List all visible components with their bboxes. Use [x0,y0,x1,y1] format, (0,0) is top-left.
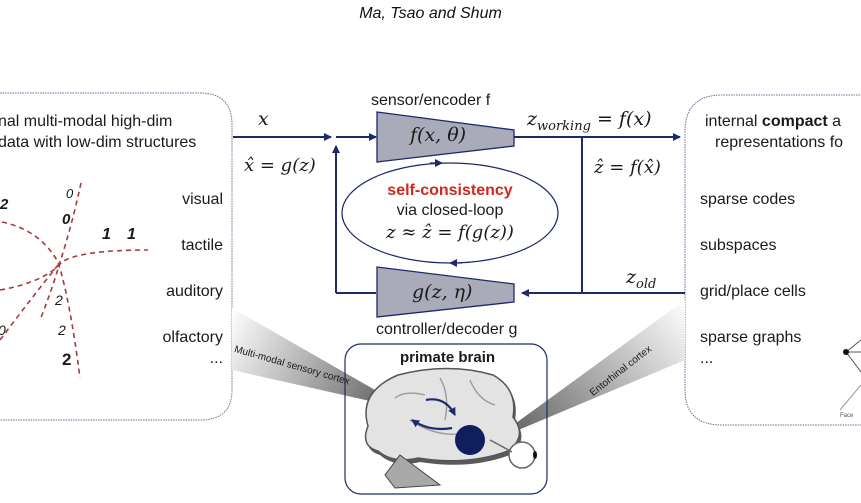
right-panel-title-line1: internal compact a [705,113,841,131]
modality-visual: visual [182,191,223,208]
decoder-block [376,266,515,318]
brain-title: primate brain [400,349,496,366]
graph-node-label: Face [840,413,854,419]
modality-auditory: auditory [166,283,223,300]
self-consistency-title: self-consistency [387,182,513,199]
encoder-block [376,111,515,163]
decision-boundaries [0,182,149,379]
representation-sparse-codes: sparse codes [700,191,796,208]
digit: 2 [0,196,9,213]
z-old-subscript: old [636,276,657,292]
left-panel-border [0,92,233,421]
encoder-title: sensor/encoder f [371,92,491,109]
digit: 0 [62,211,71,228]
digit: 2 [58,322,66,338]
representation-grid-place-cells: grid/place cells [700,283,806,300]
z-old-label: zold [626,266,656,292]
representation-subspaces: subspaces [700,237,777,254]
modality-ellipsis: ... [209,350,223,367]
right-title-post: a [827,113,842,130]
right-title-bold: compact [761,113,828,130]
reconstruction-label: x̂ = g(z) [244,155,316,176]
input-x-label: x [258,108,269,130]
right-title-pre: internal [705,113,762,130]
digit: 1 [102,226,111,243]
modality-olfactory: olfactory [162,329,223,346]
digit: 2 [62,350,72,369]
digit: 0 [0,322,6,338]
modality-tactile: tactile [181,237,223,254]
right-panel-border [684,94,861,426]
decoder-function: g(z, η) [412,281,473,303]
z-working-subscript: working [537,118,591,134]
z-old-base: z [626,266,637,288]
sparse-graph-illustration [839,339,861,411]
z-working-rhs: = f(x) [590,108,652,130]
page-header-authors: Ma, Tsao and Shum [359,5,502,22]
representation-ellipsis: ... [700,350,714,367]
brain-illustration [364,367,537,489]
encoder-function: f(x, θ) [410,124,467,146]
decoder-title: controller/decoder g [376,321,518,338]
left-panel-title-line1: nal multi-modal high-dim [0,113,173,130]
right-panel-title-line2: representations fo [715,134,844,151]
closed-loop-subtitle: via closed-loop [396,202,504,219]
digit: 2 [55,292,63,308]
entorhinal-cortex-beam [490,300,685,442]
brain-box [344,343,548,495]
z-working-label: zworking = f(x) [527,108,652,134]
digit: 0 [66,186,74,201]
z-working-base: z [527,108,538,130]
representation-sparse-graphs: sparse graphs [700,329,802,346]
sensory-cortex-beam [232,308,410,410]
left-panel-title-line2: data with low-dim structures [0,134,197,151]
z-hat-label: ẑ = f(x̂) [594,157,661,178]
digit: 1 [127,226,136,243]
flow-lines [233,133,685,297]
closed-loop-equation: z ≈ ẑ = f(g(z)) [386,222,514,243]
